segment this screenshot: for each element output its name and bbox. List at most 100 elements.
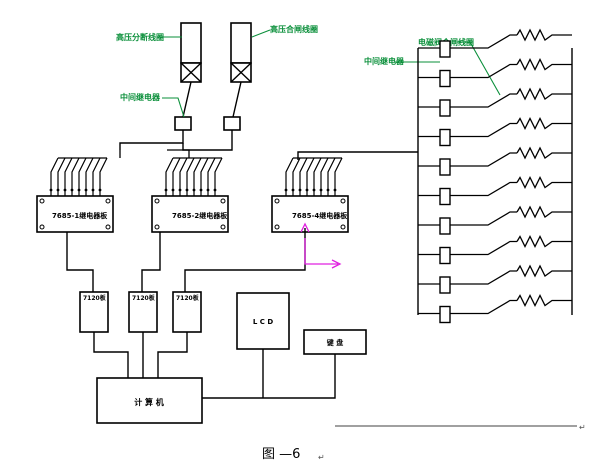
board-lead xyxy=(313,157,322,196)
resistor-symbol xyxy=(516,235,572,248)
coil-row xyxy=(418,146,572,176)
resistor-symbol xyxy=(516,117,572,130)
board-pin xyxy=(77,188,81,192)
board-2-label: 7685-2继电器板 xyxy=(172,211,228,220)
relay-contact xyxy=(439,99,451,117)
board-screw xyxy=(274,198,280,204)
relay-contact xyxy=(439,217,451,235)
coil-lead xyxy=(418,93,517,108)
wire-board3-module3 xyxy=(184,228,306,292)
wire-board1-module1 xyxy=(66,232,94,292)
keyboard-label: 键 盘 xyxy=(326,338,343,347)
hv-breaker-right-label: 高压合闸线圈 xyxy=(270,24,318,34)
board-lead xyxy=(200,157,209,196)
resistor-symbol xyxy=(516,264,572,278)
resistor-symbol xyxy=(516,294,572,307)
board-lead xyxy=(57,157,66,196)
resistor-symbol xyxy=(516,205,572,219)
board-pin xyxy=(63,188,67,192)
coil-lead xyxy=(418,299,517,315)
board-lead xyxy=(71,157,80,196)
coil-row xyxy=(418,294,572,324)
label-leaders xyxy=(160,29,501,118)
coil-row xyxy=(418,264,572,294)
relay-contact xyxy=(439,158,451,176)
wire-board2-module2 xyxy=(141,232,161,292)
board-pin xyxy=(206,188,210,192)
board-3-label: 7685-4继电器板 xyxy=(292,211,348,220)
relay-contact xyxy=(439,276,451,294)
relay-left-b xyxy=(223,116,241,131)
coil-row xyxy=(418,176,572,206)
coil-row xyxy=(418,28,572,58)
coil-lead xyxy=(418,270,517,285)
board-screw xyxy=(154,224,160,230)
board-pin xyxy=(84,188,88,192)
relay-board-3 xyxy=(271,157,349,233)
coil-lead xyxy=(418,122,517,138)
board-lead xyxy=(334,157,343,196)
board-lead xyxy=(50,157,59,196)
board-pin xyxy=(178,188,182,192)
module-1-label: 7120板 xyxy=(83,294,107,302)
board-lead xyxy=(327,157,336,196)
relay-contact xyxy=(439,40,451,58)
hv-breaker-left-label: 高压分断线圈 xyxy=(116,32,164,42)
module-2 xyxy=(128,291,158,333)
board-lead xyxy=(85,157,94,196)
relay-board-body xyxy=(151,195,229,233)
resistor-symbol xyxy=(516,28,572,42)
board-lead xyxy=(179,157,188,196)
wire-modules-computer xyxy=(93,332,188,378)
computer-label: 计 算 机 xyxy=(134,397,164,407)
board-lead xyxy=(292,157,301,196)
computer-box xyxy=(96,377,203,424)
board-pin xyxy=(312,188,316,192)
coil-row xyxy=(418,58,572,88)
relay-contact xyxy=(439,187,451,206)
board-lead xyxy=(214,157,223,196)
board-lead xyxy=(299,157,308,196)
coil-lead xyxy=(418,63,517,79)
board-1-label: 7685-1继电器板 xyxy=(52,211,108,220)
board-pin xyxy=(326,188,330,192)
board-lead xyxy=(78,157,87,196)
board-lead xyxy=(92,157,101,196)
hv-breaker-left xyxy=(180,22,202,83)
board-lead xyxy=(193,157,202,196)
resistor-symbol xyxy=(516,87,572,101)
coil-row xyxy=(418,117,572,147)
module-2-label: 7120板 xyxy=(132,294,156,302)
board-lead xyxy=(64,157,73,196)
board-screw xyxy=(220,224,226,230)
board-pin xyxy=(319,188,323,192)
board-lead xyxy=(285,157,294,196)
magenta-arrow-path xyxy=(304,238,338,265)
board-screw xyxy=(340,224,346,230)
coil-lead xyxy=(418,211,517,226)
board-pin xyxy=(333,188,337,192)
board-screw xyxy=(39,224,45,230)
board-lead xyxy=(306,157,315,196)
relay-board-body xyxy=(271,195,349,233)
board-pin xyxy=(98,188,102,192)
relay-boards xyxy=(36,149,349,233)
board-pin xyxy=(284,188,288,192)
board-pin xyxy=(192,188,196,192)
board-lead xyxy=(99,157,108,196)
board-pin xyxy=(56,188,60,192)
return-mark-2: ↵ xyxy=(318,453,325,462)
board-bus-link xyxy=(119,149,190,158)
relay-contact xyxy=(439,305,451,324)
module-3-label: 7120板 xyxy=(176,294,200,302)
relay-contact xyxy=(439,128,451,147)
board-pin xyxy=(298,188,302,192)
board-screw xyxy=(154,198,160,204)
board-pin xyxy=(70,188,74,192)
coil-lead xyxy=(418,34,517,49)
board-lead xyxy=(207,157,216,196)
relay-left-a xyxy=(174,116,192,131)
figure-caption: 图 —6 xyxy=(262,447,300,462)
board-lead xyxy=(320,157,329,196)
